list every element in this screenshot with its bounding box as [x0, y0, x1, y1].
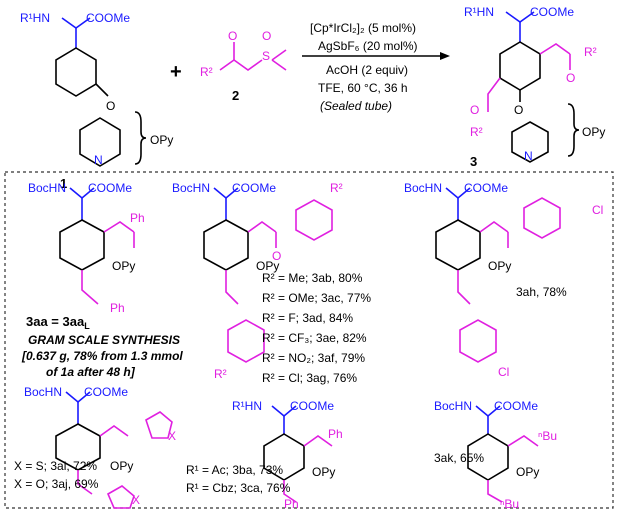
label-3aa: 3aa = 3aaL — [26, 314, 90, 331]
svg-text:OPy: OPy — [256, 259, 279, 273]
solvent-text: TFE, 60 °C, 36 h — [318, 81, 408, 95]
svg-text:COOMe: COOMe — [494, 399, 538, 413]
svg-text:BocHN: BocHN — [434, 399, 472, 413]
svg-text:COOMe: COOMe — [290, 399, 334, 413]
svg-text:R²: R² — [330, 181, 343, 195]
bochn-3aa: BocHN — [28, 181, 66, 195]
product-3ab-3ag: BocHN COOMe O R² OPy R² R² = Me; 3ab, 80… — [172, 181, 371, 385]
svg-text:OPy: OPy — [488, 259, 511, 273]
amine-label: R¹HN — [20, 11, 50, 25]
svg-text:COOMe: COOMe — [88, 181, 132, 195]
svg-text:ⁿBu: ⁿBu — [500, 497, 519, 511]
opy-label-3: OPy — [582, 125, 605, 139]
r2-me: R² = Me; 3ab, 80% — [262, 271, 363, 285]
svg-text:X: X — [132, 493, 140, 507]
product-r2-bottom: R² — [470, 125, 483, 139]
scope-box — [4, 171, 614, 509]
svg-text:OPy: OPy — [312, 465, 335, 479]
reagent-2: R² O S O 2 — [200, 29, 287, 103]
svg-text:Cl: Cl — [498, 365, 509, 379]
svg-text:Ph: Ph — [130, 211, 145, 225]
product-3ak: BocHN COOMe ⁿBu OPy ⁿBu 3ak, 65% — [434, 399, 557, 511]
reaction-conditions: [Cp*IrCl₂]₂ (5 mol%) AgSbF₆ (20 mol%) Ac… — [302, 21, 450, 113]
additive-text: AgSbF₆ (20 mol%) — [318, 39, 418, 53]
svg-text:Ph: Ph — [328, 427, 343, 441]
product-r2-top: R² — [584, 45, 597, 59]
x-s: X = S; 3ai, 72% — [14, 459, 97, 473]
r2-ome: R² = OMe; 3ac, 77% — [262, 291, 371, 305]
svg-text:O: O — [514, 103, 523, 117]
svg-text:O: O — [272, 249, 281, 263]
r2-cl: R² = Cl; 3ag, 76% — [262, 371, 357, 385]
product-3aa: BocHN COOMe Ph OPy Ph 3aa = 3aaL GRAM SC… — [21, 181, 183, 379]
svg-text:ⁿBu: ⁿBu — [538, 429, 557, 443]
r2-f: R² = F; 3ad, 84% — [262, 311, 353, 325]
vessel-text: (Sealed tube) — [320, 99, 392, 113]
sulfoxide-o: O — [262, 29, 271, 43]
svg-text:BocHN: BocHN — [404, 181, 442, 195]
product-3ai-3aj: BocHN COOMe X OPy X X = S; 3ai, 72% X = … — [14, 385, 176, 509]
gram-scale-line3: of 1a after 48 h] — [46, 365, 136, 379]
benzene-ring — [55, 47, 97, 97]
svg-text:N: N — [524, 149, 533, 163]
svg-text:Cl: Cl — [592, 203, 603, 217]
svg-text:OPy: OPy — [110, 459, 133, 473]
product-amine-label: R¹HN — [464, 5, 494, 19]
catalyst-text: [Cp*IrCl₂]₂ (5 mol%) — [310, 21, 416, 35]
product-3ah: BocHN COOMe Cl OPy Cl 3ah, 78% — [404, 181, 603, 379]
svg-text:O: O — [470, 103, 479, 117]
svg-text:R¹HN: R¹HN — [232, 399, 262, 413]
plus-sign: + — [170, 61, 182, 83]
ester-label: COOMe — [86, 11, 130, 25]
compound-label-3: 3 — [470, 154, 477, 169]
r1-ac: R¹ = Ac; 3ba, 73% — [186, 463, 283, 477]
reactant-1: R¹HN COOMe O N OPy 1 — [20, 11, 173, 191]
x-o: X = O; 3aj, 69% — [14, 477, 99, 491]
r2-label-reagent: R² — [200, 65, 213, 79]
pyridine-n: N — [94, 153, 103, 167]
compound-label-1: 1 — [60, 176, 67, 191]
svg-text:COOMe: COOMe — [232, 181, 276, 195]
svg-text:O: O — [566, 71, 575, 85]
opy-label-1: OPy — [150, 133, 173, 147]
carbonyl-o: O — [228, 29, 237, 43]
product-3: R¹HN COOMe O R² O R² O N OPy 3 — [464, 5, 605, 169]
gram-scale-line2: [0.637 g, 78% from 1.3 mmol — [21, 349, 183, 363]
r1-cbz: R¹ = Cbz; 3ca, 76% — [186, 481, 291, 495]
svg-text:COOMe: COOMe — [464, 181, 508, 195]
svg-text:Ph: Ph — [284, 497, 299, 511]
label-3ah: 3ah, 78% — [516, 285, 567, 299]
svg-text:BocHN: BocHN — [172, 181, 210, 195]
compound-label-2: 2 — [232, 88, 239, 103]
product-3ba-3ca: R¹HN COOMe Ph OPy Ph R¹ = Ac; 3ba, 73% R… — [186, 399, 343, 511]
svg-text:OPy: OPy — [112, 259, 135, 273]
svg-text:BocHN: BocHN — [24, 385, 62, 399]
svg-text:Ph: Ph — [110, 301, 125, 315]
svg-text:R²: R² — [214, 367, 227, 381]
svg-text:COOMe: COOMe — [84, 385, 128, 399]
sulfur-atom: S — [262, 49, 270, 63]
label-3ak: 3ak, 65% — [434, 451, 484, 465]
svg-text:OPy: OPy — [516, 465, 539, 479]
product-ester-label: COOMe — [530, 5, 574, 19]
r2-cf3: R² = CF₃; 3ae, 82% — [262, 331, 367, 345]
ether-oxygen: O — [106, 99, 115, 113]
acid-text: AcOH (2 equiv) — [326, 63, 408, 77]
gram-scale-title: GRAM SCALE SYNTHESIS — [28, 333, 180, 347]
pyridine-ring — [79, 117, 121, 167]
r2-no2: R² = NO₂; 3af, 79% — [262, 351, 365, 365]
svg-text:X: X — [168, 429, 176, 443]
